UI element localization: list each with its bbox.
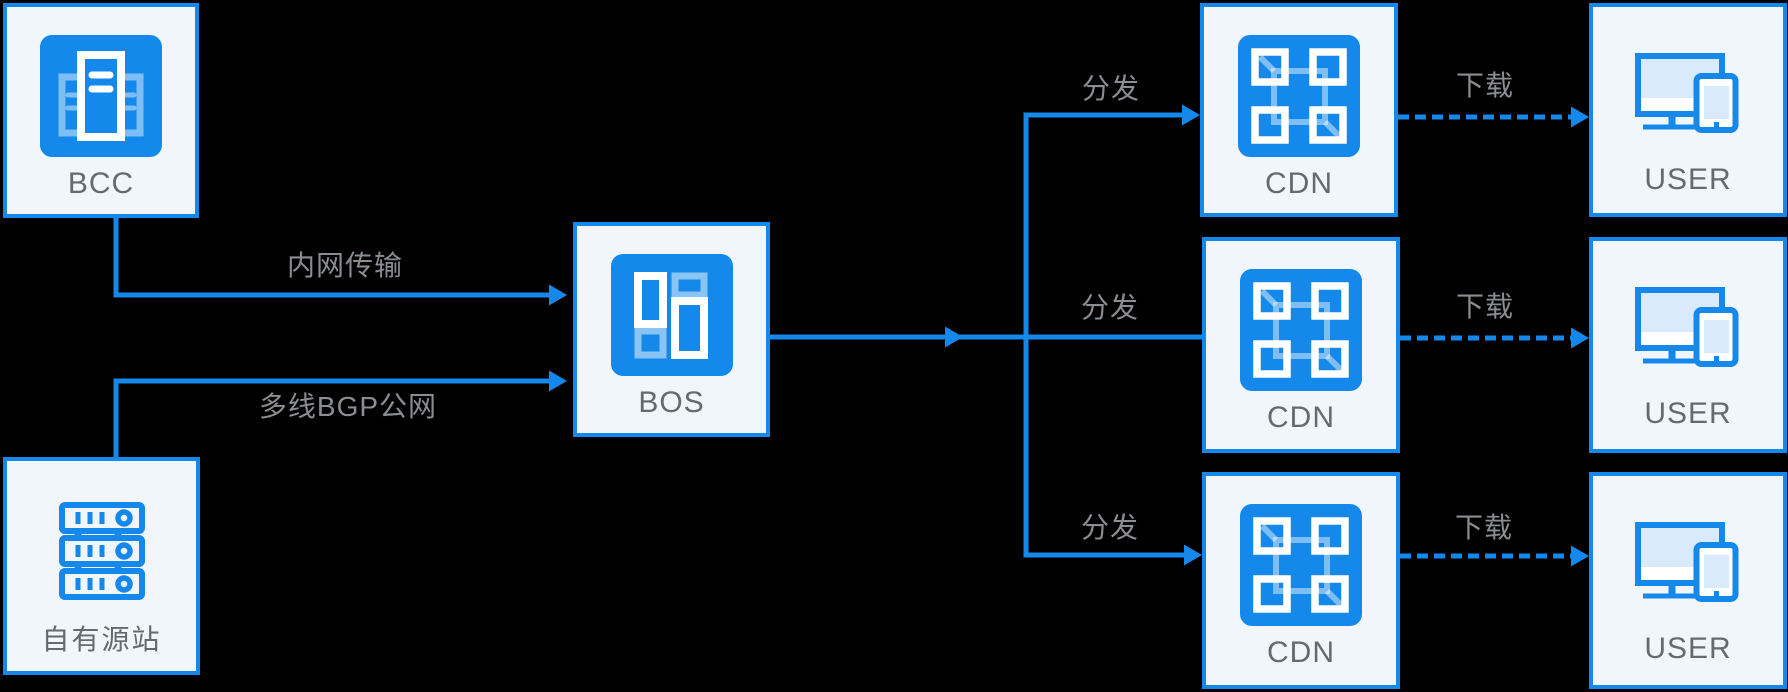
arrowhead-bcc-to-bos	[549, 284, 567, 306]
cdn-network-cube-icon	[1253, 517, 1349, 613]
arrowhead-cdn-top	[1182, 104, 1200, 126]
node-bos: BOS	[573, 222, 770, 437]
connector-trunk-to-cdn-bottom	[1023, 337, 1186, 558]
storage-blocks-icon	[633, 272, 708, 359]
node-bos-label: BOS	[638, 386, 705, 419]
node-user-middle-label: USER	[1644, 397, 1732, 430]
edge-label-distribution-middle: 分发	[1080, 292, 1140, 323]
edge-label-download-middle: 下载	[1455, 291, 1515, 322]
node-user-middle: USER	[1589, 237, 1787, 453]
cdn-icon-tile	[1240, 504, 1362, 626]
bcc-icon-tile	[40, 35, 162, 157]
arrowhead-bos-midline	[945, 326, 963, 348]
node-cdn-middle-label: CDN	[1267, 401, 1335, 434]
user-devices-icon	[1635, 53, 1739, 133]
arrowhead-user-middle	[1571, 327, 1589, 349]
node-cdn-top: CDN	[1200, 3, 1398, 217]
arrowhead-user-top	[1571, 106, 1589, 128]
user-devices-icon	[1635, 287, 1739, 367]
node-cdn-bottom: CDN	[1202, 472, 1400, 689]
cdn-icon-tile	[1238, 35, 1360, 157]
node-cdn-middle: CDN	[1202, 237, 1400, 453]
edge-label-distribution-bottom: 分发	[1080, 512, 1140, 543]
arrowhead-origin-to-bos	[549, 370, 567, 392]
server-rack-icon	[58, 502, 145, 600]
node-user-bottom: USER	[1589, 472, 1787, 689]
bos-icon-tile	[610, 254, 733, 376]
node-bcc: BCC	[3, 3, 199, 218]
edge-label-download-top: 下载	[1455, 70, 1515, 101]
node-origin-site: 自有源站	[3, 457, 200, 675]
arrowhead-user-bottom	[1571, 545, 1589, 567]
node-user-top: USER	[1589, 3, 1787, 217]
cdn-network-cube-icon	[1251, 48, 1347, 144]
edge-label-download-bottom: 下载	[1454, 512, 1514, 543]
edge-label-bgp-public: 多线BGP公网	[258, 391, 438, 422]
node-origin-label: 自有源站	[41, 624, 162, 655]
node-cdn-bottom-label: CDN	[1267, 636, 1335, 669]
cdn-network-cube-icon	[1253, 282, 1349, 378]
arrowhead-cdn-bottom	[1184, 544, 1202, 566]
connector-bcc-to-bos	[113, 218, 551, 298]
node-cdn-top-label: CDN	[1265, 167, 1333, 200]
edge-label-distribution-top: 分发	[1081, 73, 1141, 104]
node-user-top-label: USER	[1644, 163, 1732, 196]
edge-label-intranet-transfer: 内网传输	[286, 250, 404, 281]
node-user-bottom-label: USER	[1644, 632, 1732, 665]
connector-trunk-to-cdn-top	[1023, 112, 1184, 337]
compute-server-icon	[58, 51, 144, 141]
connector-origin-to-bos	[113, 378, 551, 457]
cdn-icon-tile	[1240, 269, 1362, 391]
user-devices-icon	[1635, 522, 1739, 602]
node-bcc-label: BCC	[67, 167, 135, 200]
